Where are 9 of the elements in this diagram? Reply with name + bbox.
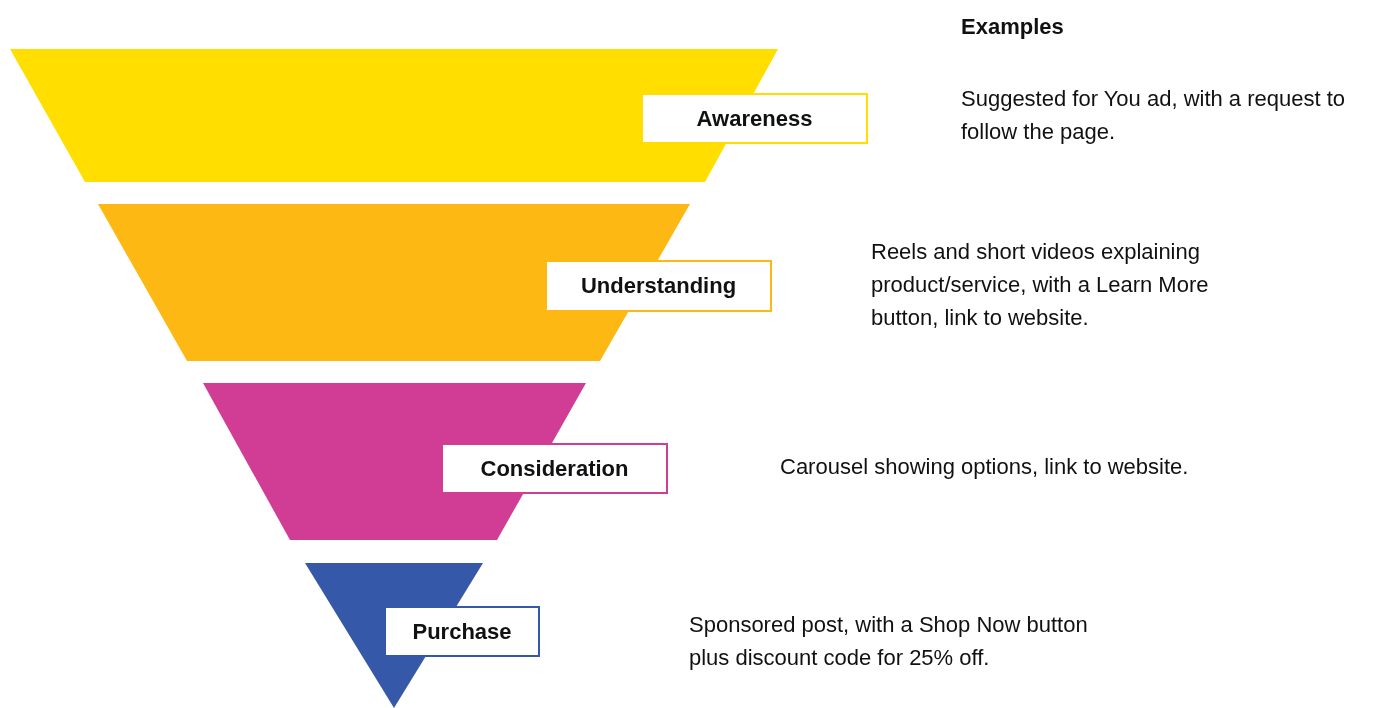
example-text: Reels and short videos explaining product/service, with a Learn More button, link to website.: [871, 238, 1210, 332]
stage-label: Awareness: [641, 93, 868, 144]
example-text: Suggested for You ad, with a request to follow the page.: [961, 85, 1347, 146]
example-text: Carousel showing options, link to website.: [780, 453, 1190, 481]
stage-label: Purchase: [384, 606, 540, 657]
stage-label: Consideration: [441, 443, 668, 494]
example-text: Sponsored post, with a Shop Now button plus discount code for 25% off.: [689, 611, 1089, 672]
section-heading: Examples: [961, 13, 1065, 41]
stage-label: Understanding: [545, 260, 772, 312]
